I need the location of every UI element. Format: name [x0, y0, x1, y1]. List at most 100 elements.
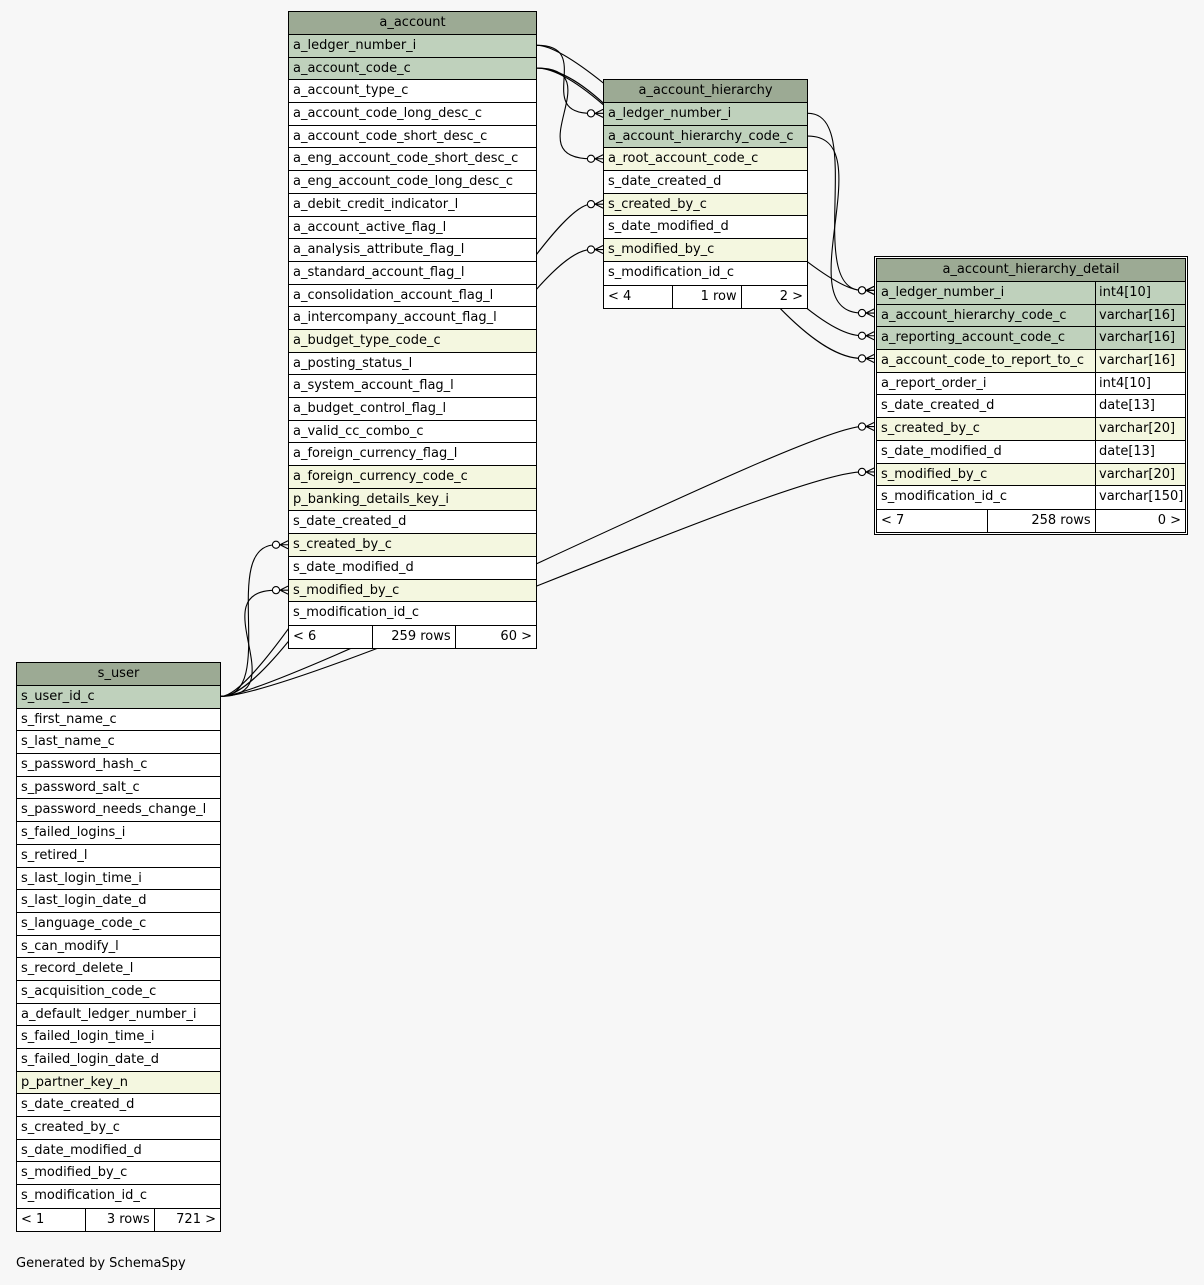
footer-parent-count[interactable]: < 4 [608, 288, 632, 304]
column-name: a_account_code_to_report_to_c [881, 353, 1085, 369]
generated-by-label: Generated by SchemaSpy [16, 1256, 186, 1271]
column-row[interactable]: s_modification_id_c [17, 1185, 220, 1208]
column-row[interactable]: s_failed_login_time_i [17, 1026, 220, 1049]
column-row[interactable]: a_eng_account_code_long_desc_c [289, 171, 536, 194]
table-title[interactable]: s_user [17, 663, 220, 686]
column-row[interactable]: s_modification_id_c [289, 602, 536, 625]
column-row[interactable]: a_budget_control_flag_l [289, 398, 536, 421]
column-row[interactable]: p_banking_details_key_i [289, 488, 536, 512]
column-row[interactable]: s_failed_logins_i [17, 822, 220, 845]
footer-parent-count[interactable]: < 7 [881, 512, 905, 528]
footer-child-count[interactable]: 60 > [454, 625, 536, 648]
column-row[interactable]: a_foreign_currency_code_c [289, 466, 536, 489]
column-row[interactable]: a_standard_account_flag_l [289, 261, 536, 285]
column-row[interactable]: a_default_ledger_number_i [17, 1003, 220, 1027]
column-name: s_date_modified_d [608, 219, 729, 235]
column-name: a_valid_cc_combo_c [293, 423, 424, 439]
footer-child-count[interactable]: 0 > [1094, 509, 1185, 532]
column-row[interactable]: a_valid_cc_combo_c [289, 420, 536, 444]
footer-row-count[interactable]: 1 row [672, 285, 740, 308]
footer-row-count[interactable]: 3 rows [85, 1208, 153, 1231]
column-type: varchar[16] [1095, 350, 1185, 372]
column-row[interactable]: a_consolidation_account_flag_l [289, 284, 536, 308]
column-name: s_failed_login_time_i [21, 1029, 155, 1045]
column-row[interactable]: a_account_type_c [289, 80, 536, 104]
column-row[interactable]: a_account_active_flag_l [289, 216, 536, 240]
column-row[interactable]: s_last_login_time_i [17, 867, 220, 891]
column-row[interactable]: s_password_hash_c [17, 754, 220, 777]
column-row[interactable]: a_eng_account_code_short_desc_c [289, 148, 536, 172]
column-name: a_foreign_currency_code_c [293, 469, 468, 485]
table-title[interactable]: a_account_hierarchy_detail [877, 259, 1185, 282]
column-row[interactable]: a_account_code_c [289, 57, 536, 81]
column-row[interactable]: s_modified_by_c [289, 579, 536, 603]
crows-foot-marker [865, 285, 875, 295]
column-row[interactable]: s_can_modify_l [17, 935, 220, 959]
column-row[interactable]: s_date_modified_d [17, 1139, 220, 1163]
crows-foot-marker [594, 245, 604, 255]
column-row[interactable]: s_created_by_c [604, 193, 807, 217]
column-row[interactable]: a_intercompany_account_flag_l [289, 307, 536, 330]
column-row[interactable]: a_analysis_attribute_flag_l [289, 239, 536, 262]
column-row[interactable]: s_date_modified_d [604, 216, 807, 240]
column-row[interactable]: s_date_created_d [604, 171, 807, 194]
column-row[interactable]: s_record_delete_l [17, 958, 220, 981]
column-row[interactable]: p_partner_key_n [17, 1071, 220, 1095]
optional-circle-marker [271, 540, 281, 549]
crows-foot-marker [279, 585, 289, 595]
column-row[interactable]: s_password_salt_c [17, 776, 220, 800]
column-row[interactable]: s_password_needs_change_l [17, 799, 220, 823]
column-row[interactable]: s_modified_by_c [17, 1162, 220, 1186]
column-row[interactable]: s_date_created_d [17, 1094, 220, 1118]
column-row[interactable]: s_first_name_c [17, 708, 220, 732]
column-row[interactable]: s_created_by_c [17, 1117, 220, 1140]
column-row[interactable]: s_modified_by_c [604, 239, 807, 262]
column-row[interactable]: a_account_code_short_desc_c [289, 125, 536, 149]
footer-row-count[interactable]: 259 rows [372, 625, 454, 648]
column-row[interactable]: s_user_id_c [17, 686, 220, 709]
column-row[interactable]: a_foreign_currency_flag_l [289, 443, 536, 467]
column-row[interactable]: s_last_login_date_d [17, 890, 220, 913]
column-row[interactable]: s_retired_l [17, 844, 220, 868]
column-row[interactable]: s_language_code_c [17, 912, 220, 936]
column-row[interactable]: a_ledger_number_i [604, 103, 807, 126]
table-title[interactable]: a_account_hierarchy [604, 80, 807, 103]
column-row[interactable]: s_created_by_c [289, 534, 536, 557]
column-row[interactable]: s_failed_login_date_d [17, 1049, 220, 1072]
column-row[interactable]: s_date_modified_d [289, 556, 536, 580]
column-row[interactable]: a_root_account_code_c [604, 148, 807, 172]
column-row[interactable]: a_posting_status_l [289, 352, 536, 376]
column-row[interactable]: a_account_hierarchy_code_c [604, 125, 807, 149]
column-row[interactable]: a_system_account_flag_l [289, 375, 536, 398]
footer-parent-count[interactable]: < 1 [21, 1211, 45, 1227]
column-row[interactable]: s_acquisition_code_c [17, 980, 220, 1004]
column-name: a_default_ledger_number_i [21, 1006, 197, 1022]
column-row[interactable]: s_last_name_c [17, 731, 220, 755]
footer-row-count[interactable]: 258 rows [986, 509, 1095, 532]
column-row[interactable]: a_ledger_number_i [289, 35, 536, 58]
column-row[interactable]: a_account_code_to_report_to_c varchar[16] [877, 350, 1185, 373]
column-row[interactable]: a_budget_type_code_c [289, 329, 536, 353]
column-name: s_date_created_d [608, 174, 722, 190]
footer-child-count[interactable]: 721 > [153, 1208, 220, 1231]
column-row[interactable]: a_debit_credit_indicator_l [289, 193, 536, 217]
column-row[interactable]: s_modification_id_c [604, 261, 807, 285]
column-row[interactable]: a_account_code_long_desc_c [289, 103, 536, 126]
footer-parent-count[interactable]: < 6 [293, 628, 317, 644]
column-row[interactable]: s_date_created_d [289, 511, 536, 535]
footer-child-count[interactable]: 2 > [740, 285, 807, 308]
table-title[interactable]: a_account [289, 12, 536, 35]
